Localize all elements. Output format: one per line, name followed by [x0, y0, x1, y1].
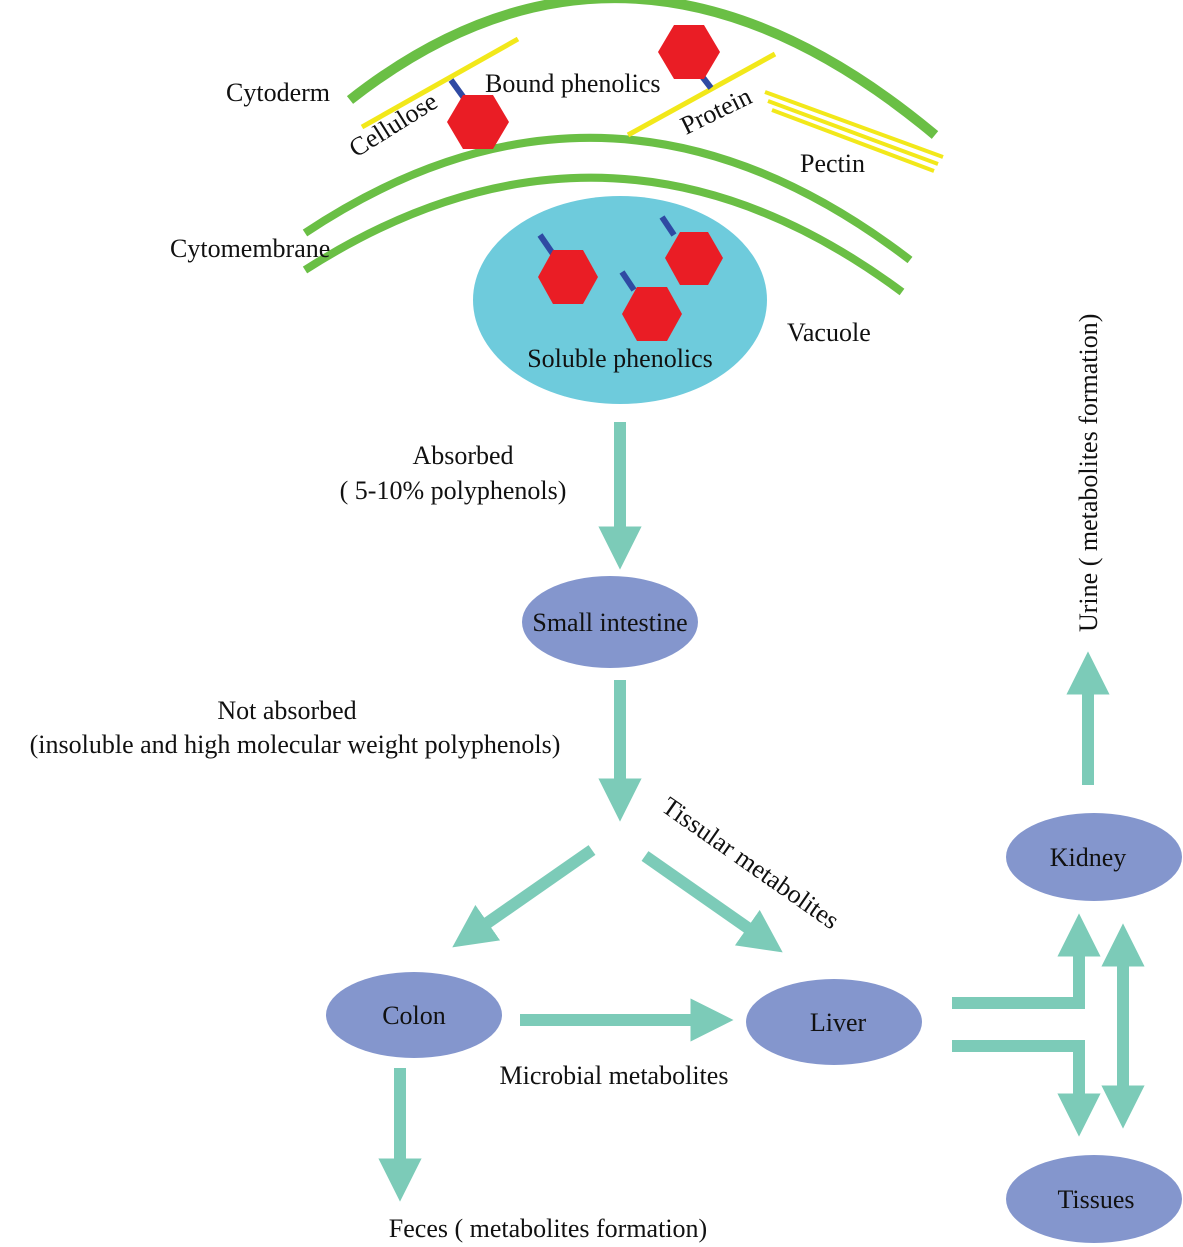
colon-label: Colon — [382, 1001, 446, 1030]
small-intestine-label: Small intestine — [532, 608, 687, 637]
linker-bond — [619, 270, 637, 292]
kidney-node — [1006, 813, 1182, 901]
protein-label: Protein — [676, 81, 756, 140]
colon-node — [326, 972, 502, 1058]
cytomembrane-label: Cytomembrane — [170, 234, 330, 263]
pectin-fiber — [771, 108, 935, 173]
microbial-metabolites-label: Microbial metabolites — [500, 1061, 729, 1090]
absorbed-percent-label: ( 5-10% polyphenols) — [340, 476, 567, 505]
bound-phenolic-hexagon — [658, 25, 720, 79]
cytoderm-wall — [346, 0, 939, 139]
cellulose-fiber — [360, 36, 520, 130]
linker-bond — [448, 78, 467, 100]
pectin-fiber — [767, 99, 939, 166]
soluble-phenolic-hexagon — [665, 232, 723, 285]
arrow-liver-to-tissues — [952, 1040, 1101, 1137]
soluble-phenolic-hexagon — [538, 250, 598, 304]
kidney-label: Kidney — [1050, 843, 1127, 872]
liver-node — [746, 979, 922, 1065]
soluble-phenolics-label: Soluble phenolics — [527, 344, 713, 373]
linker-bond — [659, 215, 677, 237]
arrow-liver-to-kidney — [952, 913, 1101, 1009]
not-absorbed-label: Not absorbed — [217, 696, 356, 725]
cytoderm-label: Cytoderm — [226, 78, 330, 107]
urine-label: Urine ( metabolites formation) — [1074, 314, 1103, 632]
small-intestine-node — [522, 576, 698, 668]
bound-phenolic-hexagon — [447, 95, 509, 149]
vacuole-label: Vacuole — [787, 318, 871, 347]
feces-label: Feces ( metabolites formation) — [389, 1214, 707, 1243]
pectin-label: Pectin — [800, 149, 865, 178]
bound-phenolics-label: Bound phenolics — [485, 69, 661, 98]
cytomembrane-outer — [302, 133, 913, 264]
cytomembrane-inner — [302, 173, 905, 296]
protein-fiber — [626, 51, 777, 138]
linker-bond — [537, 233, 556, 256]
absorbed-label: Absorbed — [412, 441, 513, 470]
pectin-fiber — [764, 90, 944, 159]
tissues-label: Tissues — [1057, 1185, 1134, 1214]
soluble-phenolic-hexagon — [622, 287, 682, 341]
arrow-to-liver — [641, 851, 783, 953]
not-absorbed-detail-label: (insoluble and high molecular weight pol… — [30, 730, 561, 759]
arrow-to-colon — [452, 845, 596, 948]
tissular-metabolites-label: Tissular metabolites — [657, 791, 845, 935]
liver-label: Liver — [810, 1008, 867, 1037]
tissues-node — [1006, 1155, 1182, 1243]
